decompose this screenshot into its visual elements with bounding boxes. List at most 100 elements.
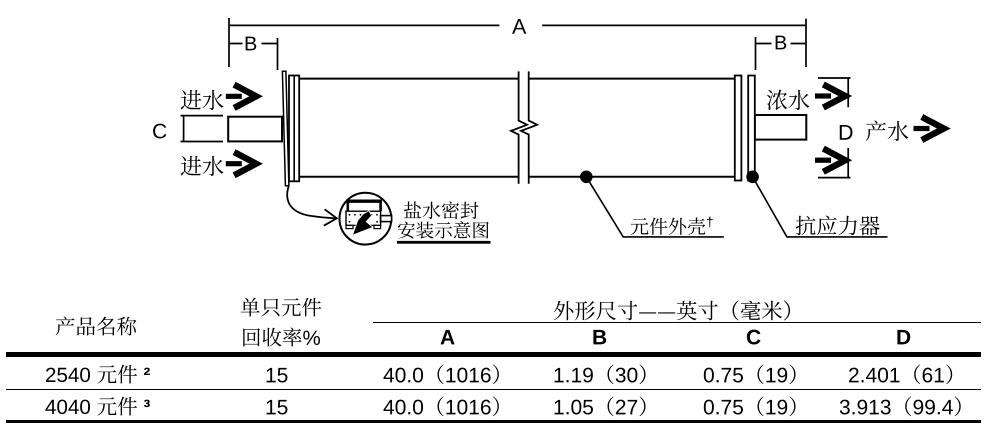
atd-leader-line xyxy=(751,176,888,238)
seal-foot-left xyxy=(345,224,354,230)
glyph-run xyxy=(180,155,224,176)
label-brine-seal-2 xyxy=(397,220,490,244)
cell-b-2 xyxy=(553,395,659,422)
glyph-run xyxy=(403,200,478,219)
glyph-run xyxy=(840,124,853,140)
glyph-run xyxy=(243,327,320,347)
concentrate-pipe-rect xyxy=(753,114,808,141)
glyph-run xyxy=(840,396,961,417)
glyph-run xyxy=(775,35,787,50)
glyph-run xyxy=(397,221,489,239)
table-colhead-b xyxy=(592,325,607,352)
glyph-run xyxy=(553,300,791,321)
glyph-run xyxy=(554,396,646,417)
dim-a-label xyxy=(511,14,527,42)
seal-flow-arrow-icon xyxy=(351,210,374,236)
break-line-right xyxy=(518,71,540,184)
glyph-run xyxy=(746,329,761,345)
brine-seal-strip xyxy=(281,70,290,187)
glyph-run xyxy=(440,330,455,345)
brine-seal xyxy=(281,70,290,187)
cell-b-1 xyxy=(553,363,659,390)
cell-a-1 xyxy=(383,363,513,390)
cell-c-2 xyxy=(703,395,809,422)
cell-recovery-2 xyxy=(265,395,288,422)
label-concentrate xyxy=(766,88,810,117)
right-cap-ring-2 xyxy=(747,74,756,182)
glyph-run xyxy=(241,297,322,317)
dim-c-bracket xyxy=(180,114,223,143)
glyph-run xyxy=(45,364,150,384)
glyph-run xyxy=(56,316,137,336)
shell-leader-line xyxy=(585,176,724,238)
glyph-run xyxy=(511,19,527,34)
dim-b-left-label xyxy=(244,32,257,58)
cell-d-2 xyxy=(839,395,974,422)
cell-product-1 xyxy=(45,363,150,390)
glyph-run xyxy=(266,399,288,415)
cell-d-1 xyxy=(848,363,966,390)
label-shell xyxy=(630,216,714,241)
label-product xyxy=(865,119,909,148)
table-bottom-rule xyxy=(6,420,981,423)
membrane-element-diagram xyxy=(180,18,951,246)
label-brine-seal-1 xyxy=(403,200,479,225)
seal-tab xyxy=(379,214,393,223)
table-colhead-d xyxy=(896,325,911,352)
dim-b-right xyxy=(754,37,806,70)
glyph-run xyxy=(593,330,607,345)
product-arrow-icon xyxy=(913,114,951,143)
cell-recovery-1 xyxy=(265,363,288,390)
dim-d-label xyxy=(838,120,854,148)
right-end-cap xyxy=(733,74,756,182)
table-span-header xyxy=(553,299,804,327)
seal-foot-right xyxy=(373,224,382,230)
table-subheader-rule xyxy=(372,321,981,324)
break-line-left xyxy=(508,71,530,184)
dim-d xyxy=(818,77,851,179)
label-feed-top xyxy=(180,88,224,117)
feed-arrow-bottom-icon xyxy=(225,149,263,179)
glyph-run xyxy=(153,124,167,139)
glyph-run xyxy=(266,367,288,383)
glyph-run xyxy=(383,396,500,417)
glyph-run xyxy=(45,396,150,416)
dim-b-right-label xyxy=(774,31,787,57)
glyph-run xyxy=(766,89,810,111)
glyph-run xyxy=(704,396,796,417)
right-cap-ring-1 xyxy=(733,74,743,182)
left-end-cap xyxy=(288,74,301,183)
dim-c xyxy=(180,114,223,143)
concentrate-arrow-top-icon xyxy=(815,81,853,111)
glyph-run xyxy=(630,217,713,236)
element-shell-body xyxy=(298,71,736,184)
table-col1-header xyxy=(55,315,137,342)
table-colhead-a xyxy=(440,325,455,352)
feed-pipe-rect xyxy=(227,115,283,143)
shell-pointer xyxy=(580,170,724,238)
cell-c-1 xyxy=(703,363,809,390)
dim-c-label xyxy=(152,119,167,146)
dim-b-left xyxy=(229,38,279,70)
concentrate-arrow-bottom-icon xyxy=(815,145,853,175)
table-row-divider-rule xyxy=(6,388,981,391)
brine-seal-detail-bubble xyxy=(338,191,393,246)
glyph-run xyxy=(245,36,257,50)
table-col2-header-2 xyxy=(241,326,321,353)
cell-product-2 xyxy=(45,395,150,422)
cell-a-2 xyxy=(383,395,513,422)
seal-section-walls xyxy=(346,202,382,212)
feed-arrow-top-icon xyxy=(225,81,263,111)
concentrate-pipe xyxy=(753,114,808,141)
glyph-run xyxy=(795,215,880,236)
table-colhead-c xyxy=(746,325,761,352)
glyph-run xyxy=(848,364,953,384)
glyph-run xyxy=(554,364,646,384)
brine-label-underline xyxy=(397,240,491,244)
glyph-run xyxy=(865,120,909,142)
atd-pointer xyxy=(746,170,888,238)
glyph-run xyxy=(897,330,911,345)
table-header-rule-thick xyxy=(6,352,981,357)
label-feed-bottom xyxy=(180,154,224,183)
